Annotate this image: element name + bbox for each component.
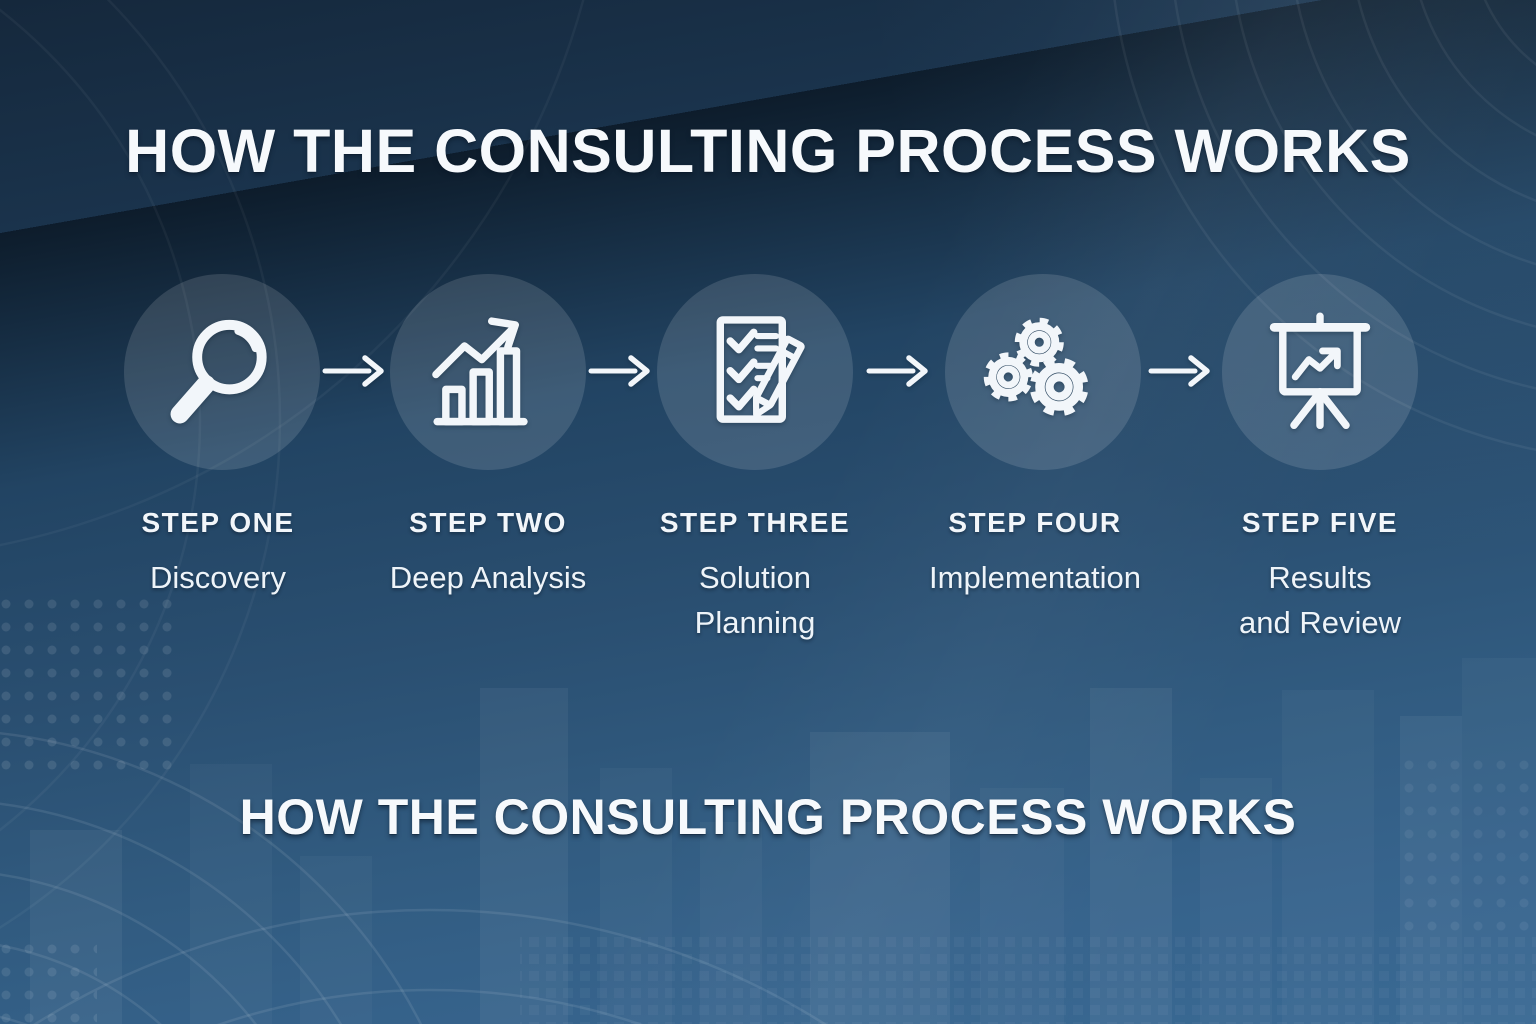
step-column-5: STEP FIVE Results and Review [1200,507,1440,646]
faint-large-arcs-decoration [0,0,585,929]
right-arrow-icon [322,355,384,387]
magnifying-glass-icon [170,319,267,424]
step-name-line1: Results [1268,560,1372,595]
step-name: Solution Planning [635,556,875,646]
step-name-line1: Implementation [929,560,1141,595]
right-arrow-icon [588,355,650,387]
step-circle-1 [124,274,320,470]
step-number-label: STEP FOUR [948,507,1122,538]
step-column-4: STEP FOUR Implementation [915,507,1155,601]
step-name-line1: Discovery [149,560,287,595]
step-name: Discovery [98,556,338,601]
dot-grid-decoration [0,590,1536,1024]
right-arrow-icon [866,355,928,387]
concentric-arcs-bottomleft-decoration [0,732,827,1024]
step-number-label: STEP ONE [141,507,295,538]
step-circle-3 [657,274,853,470]
right-arrow-icon [1148,355,1210,387]
main-title: HOW THE CONSULTING PROCESS WORKS [125,117,1411,185]
step-column-2: STEP TWO Deep Analysis [368,507,608,601]
step-circle-5 [1222,274,1418,470]
step-number-label: STEP THREE [659,507,851,538]
bottom-title: HOW THE CONSULTING PROCESS WORKS [239,789,1297,845]
step-circle-2 [390,274,586,470]
step-name-line2: Planning [694,604,816,640]
growth-bar-chart-icon [432,317,528,426]
step-name: Implementation [915,556,1155,601]
step-number-label: STEP TWO [409,507,567,538]
step-name-line2: and Review [1239,604,1401,640]
gears-icon [981,310,1105,434]
step-name: Results and Review [1200,556,1440,646]
step-circle-4 [945,274,1141,470]
step-number-label: STEP FIVE [1241,507,1399,538]
step-column-3: STEP THREE Solution Planning [635,507,875,646]
step-name-line1: Solution [698,560,812,595]
step-column-1: STEP ONE Discovery [98,507,338,601]
step-name: Deep Analysis [368,556,608,601]
presentation-chart-icon [1269,312,1371,430]
step-name-line1: Deep Analysis [389,560,587,595]
checklist-pencil-icon [716,316,805,423]
